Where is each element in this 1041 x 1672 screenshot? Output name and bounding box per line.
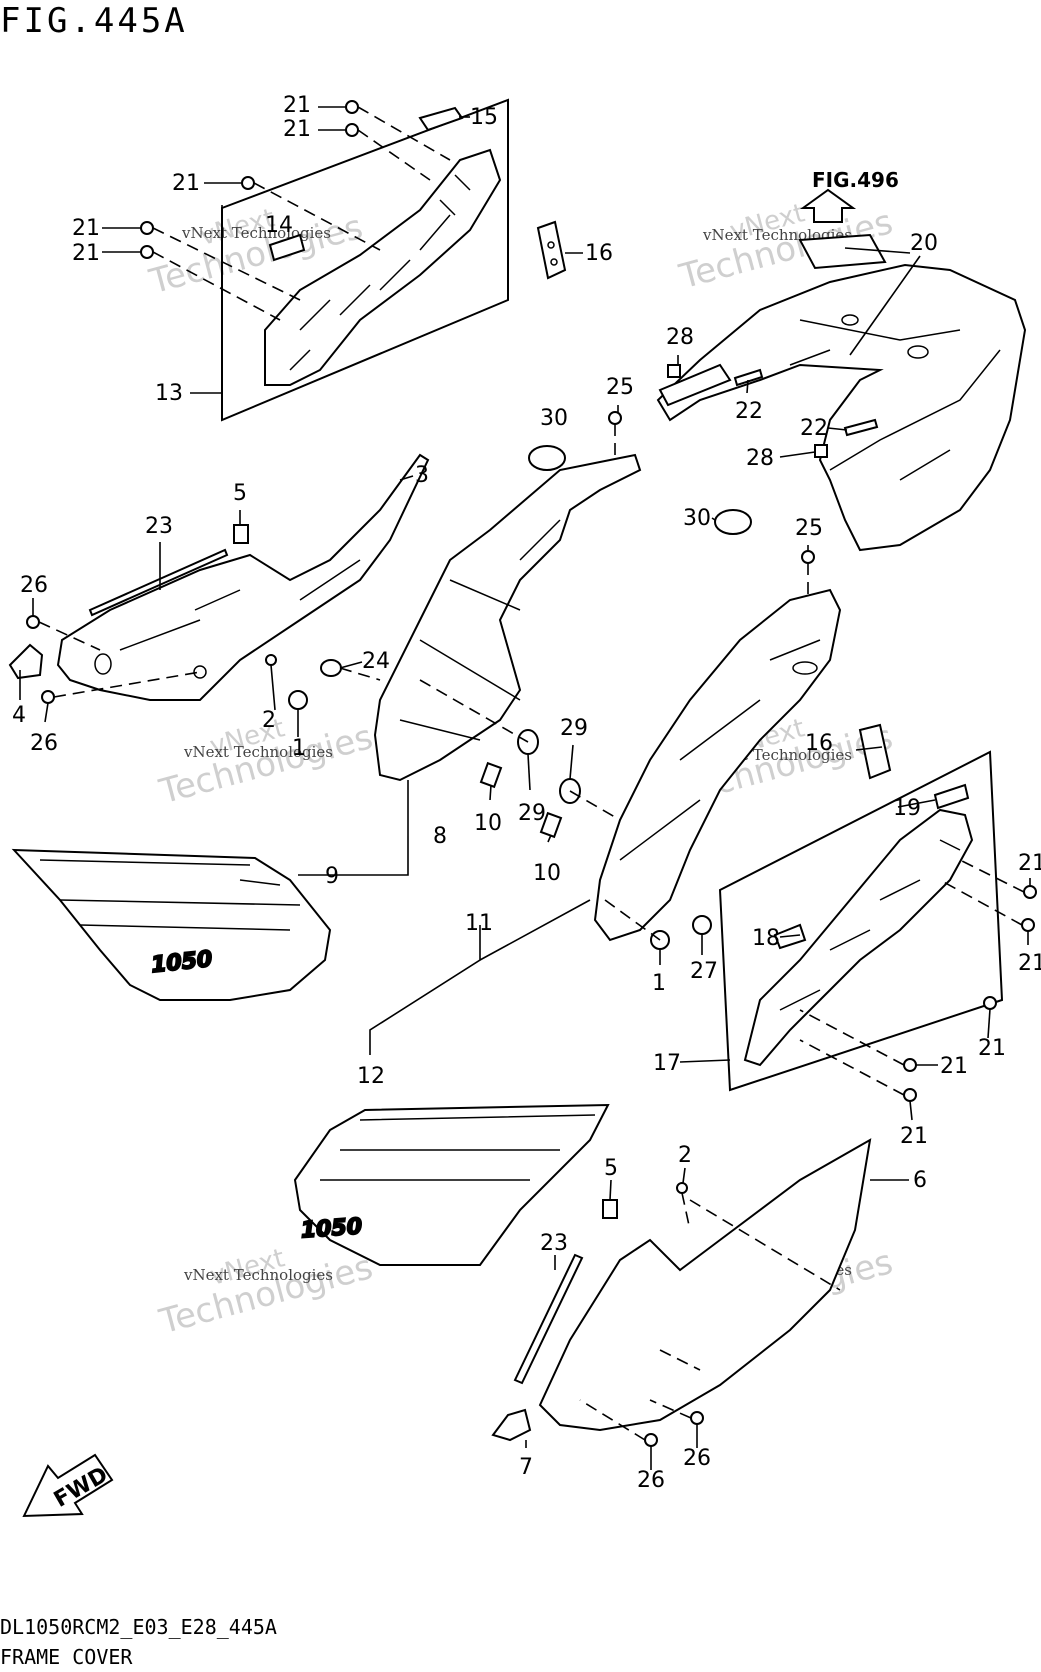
callout-11: 11 <box>465 911 493 936</box>
callout-21: 21 <box>283 93 311 118</box>
callout-labels: 21 21 15 21 14 21 21 13 16 FIG.496 20 28… <box>12 93 1041 1493</box>
callout-20: 20 <box>910 231 938 256</box>
callout-26: 26 <box>683 1446 711 1471</box>
callout-25: 25 <box>606 375 634 400</box>
model-code: DL1050RCM2_E03_E28_445A <box>0 1615 277 1639</box>
section-name: FRAME COVER <box>0 1645 133 1669</box>
callout-28: 28 <box>666 325 694 350</box>
callout-21: 21 <box>900 1124 928 1149</box>
callout-29: 29 <box>560 716 588 741</box>
callout-17: 17 <box>653 1051 681 1076</box>
grommet-30 <box>714 509 752 535</box>
callout-6: 6 <box>913 1168 927 1193</box>
callout-5: 5 <box>233 481 247 506</box>
grommet-30 <box>528 445 566 471</box>
callout-26: 26 <box>30 731 58 756</box>
callout-16: 16 <box>585 241 613 266</box>
fig496-arrow <box>798 188 887 270</box>
callout-3: 3 <box>415 463 429 488</box>
leader-lines <box>19 106 1031 1470</box>
callout-21: 21 <box>72 216 100 241</box>
callout-26: 26 <box>20 573 48 598</box>
side-cover-right <box>538 1138 872 1432</box>
callout-22: 22 <box>735 399 763 424</box>
callout-1: 1 <box>652 971 666 996</box>
callout-15: 15 <box>470 105 498 130</box>
callout-18: 18 <box>752 926 780 951</box>
watermark-caption: vNext Technologies <box>183 743 333 761</box>
watermark-caption: vNext Technologies <box>181 224 331 242</box>
part-16-upper <box>536 220 567 280</box>
callout-13: 13 <box>155 381 183 406</box>
callout-2: 2 <box>262 708 276 733</box>
bolt-21 <box>140 100 359 259</box>
callout-2: 2 <box>678 1143 692 1168</box>
callout-12: 12 <box>357 1064 385 1089</box>
callout-9: 9 <box>325 864 339 889</box>
callout-19: 19 <box>893 796 921 821</box>
decal-12: 1050 <box>293 1103 610 1266</box>
callout-21: 21 <box>283 117 311 142</box>
callout-21: 21 <box>1018 851 1041 876</box>
callout-23: 23 <box>540 1231 568 1256</box>
callout-1: 1 <box>292 736 306 761</box>
callout-21: 21 <box>1018 951 1041 976</box>
callout-21: 21 <box>172 171 200 196</box>
callout-4: 4 <box>12 703 26 728</box>
callout-21: 21 <box>940 1054 968 1079</box>
frame-cover-body <box>373 453 642 782</box>
fwd-arrow: FWD <box>22 1453 114 1518</box>
ref-fig496: FIG.496 <box>812 168 899 192</box>
figure-title: FIG.445A <box>0 1 188 41</box>
callout-28: 28 <box>746 446 774 471</box>
decal-9: 1050 <box>11 848 332 1001</box>
callout-22: 22 <box>800 416 828 441</box>
callout-16: 16 <box>805 731 833 756</box>
decal-12-text: 1050 <box>300 1214 363 1243</box>
callout-24: 24 <box>362 649 390 674</box>
callout-25: 25 <box>795 516 823 541</box>
callout-5: 5 <box>604 1156 618 1181</box>
callout-30: 30 <box>683 506 711 531</box>
callout-14: 14 <box>265 213 293 238</box>
callout-21: 21 <box>978 1036 1006 1061</box>
callout-26: 26 <box>637 1468 665 1493</box>
watermark-caption: vNext Technologies <box>183 1266 333 1284</box>
frame-cover-lower <box>593 588 842 942</box>
callout-7: 7 <box>519 1455 533 1480</box>
callout-10: 10 <box>533 861 561 886</box>
callout-27: 27 <box>690 959 718 984</box>
rear-cowl-20 <box>656 263 1027 552</box>
callout-21: 21 <box>72 241 100 266</box>
callout-23: 23 <box>145 514 173 539</box>
callout-8: 8 <box>433 824 447 849</box>
callout-10: 10 <box>474 811 502 836</box>
callout-30: 30 <box>540 406 568 431</box>
callout-29: 29 <box>518 801 546 826</box>
